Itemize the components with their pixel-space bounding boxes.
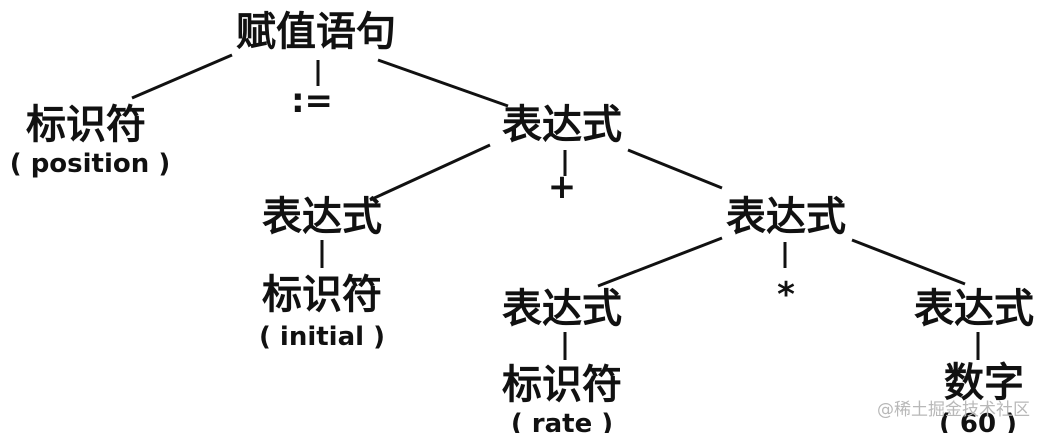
node-multiply-operator: *: [777, 275, 795, 315]
node-identifier-initial: 标识符: [262, 272, 382, 318]
node-expression-5: 表达式: [914, 286, 1034, 332]
node-expression-2: 表达式: [262, 194, 382, 240]
label-position: ( position ): [10, 149, 170, 179]
edge-expr3-expr4: [597, 236, 723, 288]
node-identifier-position: 标识符: [26, 102, 146, 148]
node-assignment-statement: 赋值语句: [236, 9, 396, 55]
node-assign-operator: :=: [291, 81, 333, 121]
node-number: 数字: [944, 360, 1024, 406]
watermark: @稀土掘金技术社区: [877, 400, 1030, 420]
node-expression-4: 表达式: [502, 286, 622, 332]
label-initial: ( initial ): [259, 322, 385, 352]
node-identifier-rate: 标识符: [502, 362, 622, 408]
edge-expr1-expr3: [627, 148, 723, 190]
label-number-value: ( 60 ): [939, 409, 1017, 433]
edge-expr3-expr5: [851, 238, 966, 286]
edge-root-expr1: [377, 58, 509, 108]
node-expression-1: 表达式: [502, 102, 622, 148]
node-expression-3: 表达式: [726, 194, 846, 240]
label-rate: ( rate ): [511, 409, 613, 433]
edge-root-id1: [131, 53, 233, 100]
tree-edges: [131, 53, 980, 360]
node-plus-operator: +: [548, 167, 577, 207]
edge-expr1-expr2: [369, 143, 491, 202]
